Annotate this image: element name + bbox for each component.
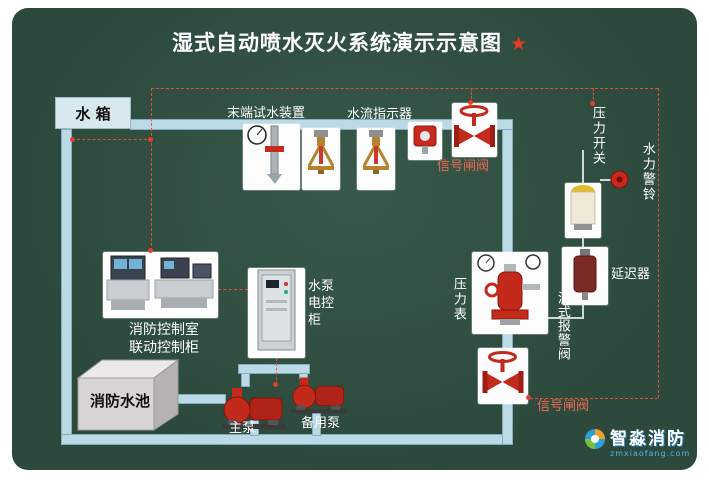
- signal-valve-top-label: 信号闸阀: [437, 159, 490, 174]
- watermark: 智淼消防 zmxiaofang.com: [584, 424, 690, 458]
- line-bell-to-retarder: [582, 238, 584, 248]
- control-room-label: 消防控制室 联动控制柜: [129, 322, 199, 357]
- line-retarder-drop: [582, 305, 584, 319]
- connection-dot: [590, 101, 595, 106]
- control-cabinet-icon: [250, 268, 303, 358]
- fire-pool-label: 消防水池: [90, 392, 151, 410]
- watermark-site: zmxiaofang.com: [610, 449, 691, 458]
- watermark-brand: 智淼消防: [610, 429, 686, 449]
- connection-dot: [468, 100, 473, 105]
- connection-dot: [148, 248, 153, 253]
- wire-pressure-switch: [593, 88, 594, 104]
- wire-control-to-cabinet: [218, 289, 248, 290]
- main-pump-image: [220, 384, 290, 436]
- retarder-icon: [564, 247, 606, 305]
- retarder-image: [562, 247, 608, 305]
- line-bell-gong: [600, 179, 612, 181]
- signal-valve-bottom-label: 信号闸阀: [537, 399, 590, 414]
- signal-valve-top-image: [452, 103, 497, 157]
- water-tank-label: 水 箱: [75, 104, 111, 123]
- pressure-gauge-label: 压力表: [450, 277, 466, 322]
- backup-pump-image: [288, 374, 352, 420]
- wet-alarm-valve-image: [472, 252, 548, 334]
- water-pool-icon: [76, 359, 180, 431]
- hydraulic-bell-label: 水力警铃: [639, 142, 655, 202]
- flow-indicator-icon: [410, 122, 440, 160]
- retarder-label: 延迟器: [611, 267, 651, 282]
- title-text: 湿式自动喷水灭火系统演示示意图: [171, 31, 502, 55]
- wire-controlroom-up: [151, 88, 152, 251]
- wire-cabinet-to-pumps: [276, 358, 277, 385]
- pump-cabinet-label: 水泵 电控 柜: [308, 279, 335, 328]
- sprinkler-icon: [304, 128, 338, 190]
- connection-dot: [70, 137, 75, 142]
- wet-alarm-valve-icon: [474, 252, 546, 334]
- hydraulic-bell-image: [565, 183, 601, 238]
- end-test-device-icon: [245, 124, 298, 190]
- signal-valve-bottom-image: [478, 348, 528, 404]
- backup-pump-label: 备用泵: [301, 416, 341, 431]
- star-icon: ★: [509, 33, 529, 55]
- control-room-image: [103, 252, 218, 318]
- flow-indicator-image: [408, 122, 442, 160]
- pipe-left-drop: [61, 129, 72, 441]
- sprinkler-image: [357, 128, 395, 190]
- connection-dot: [148, 137, 153, 142]
- pump-cabinet-image: [248, 268, 305, 358]
- pipe-pool-suction: [176, 394, 226, 404]
- pipe-main-pump-stub: [241, 373, 250, 387]
- sprinkler-image: [302, 128, 340, 190]
- pipe-pump-header: [238, 364, 310, 374]
- sprinkler-icon: [359, 128, 393, 190]
- main-pump-label: 主泵: [229, 421, 256, 436]
- watermark-logo-icon: [584, 428, 606, 454]
- gate-valve-icon: [480, 348, 526, 404]
- fire-pool-image: [76, 356, 180, 436]
- end-test-device-image: [243, 124, 300, 190]
- wire-tank-line: [72, 139, 152, 140]
- line-retarder-to-valve: [548, 317, 584, 319]
- connection-dot: [526, 395, 531, 400]
- pump-icon: [222, 388, 286, 429]
- gate-valve-icon: [453, 102, 496, 158]
- pump-icon: [291, 377, 348, 414]
- wire-signal-valve-bottom: [530, 398, 658, 399]
- end-test-device-label: 末端试水装置: [227, 106, 306, 121]
- hydraulic-bell-icon: [567, 183, 599, 238]
- page-title: 湿式自动喷水灭火系统演示示意图 ★: [125, 27, 575, 57]
- pressure-switch-label: 压力开关: [589, 106, 605, 166]
- control-console-icon: [105, 252, 216, 318]
- wire-right-run: [658, 88, 659, 398]
- water-tank: 水 箱: [55, 97, 131, 129]
- wire-top-run: [151, 88, 658, 89]
- line-switch-to-bell: [582, 150, 584, 183]
- wire-signal-valve-top: [471, 88, 472, 103]
- flow-indicator-label: 水流指示器: [347, 107, 413, 122]
- bell-gong-icon: [610, 170, 629, 193]
- wet-alarm-valve-label: 湿式报警阀: [554, 291, 570, 361]
- connection-dot: [273, 382, 278, 387]
